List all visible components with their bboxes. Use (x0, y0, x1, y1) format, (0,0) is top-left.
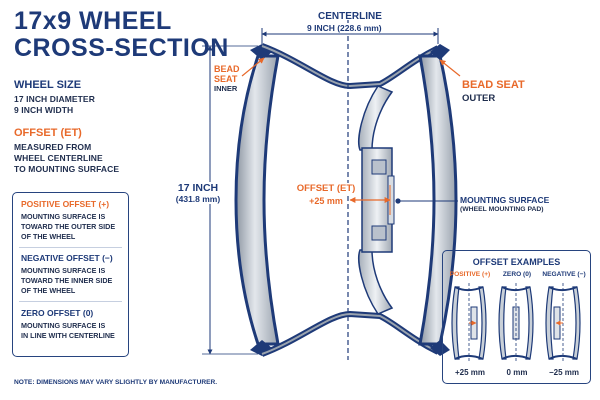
diameter-line-1: 17 INCH (177, 182, 219, 194)
offset-info-line-3: TO MOUNTING SURFACE (14, 164, 120, 174)
positive-offset-text-2: TOWARD THE OUTER SIDE (21, 222, 116, 231)
bead-inner-label: BEAD SEAT INNER (214, 64, 240, 94)
positive-offset-text-1: MOUNTING SURFACE IS (21, 212, 106, 221)
offset-types-box: POSITIVE OFFSET (+) MOUNTING SURFACE IS … (12, 192, 129, 357)
zero-offset-text-1: MOUNTING SURFACE IS (21, 321, 106, 330)
footnote: NOTE: DIMENSIONS MAY VARY SLIGHTLY BY MA… (14, 379, 218, 386)
bead-inner-line-3: INNER (214, 84, 238, 93)
offset-info-heading: OFFSET (ET) (14, 127, 82, 139)
example-negative-value: −25 mm (548, 368, 580, 377)
inner-rim-flange (234, 44, 280, 356)
bead-outer-pointer (439, 59, 461, 77)
offset-info-section: OFFSET (ET) MEASURED FROM WHEEL CENTERLI… (14, 127, 119, 175)
bead-inner-pointer (241, 57, 265, 77)
wheel-size-heading: WHEEL SIZE (14, 79, 82, 91)
bead-outer-line-2: OUTER (462, 93, 496, 104)
mounting-line-1: MOUNTING SURFACE (460, 195, 550, 205)
example-positive-value: +25 mm (454, 368, 486, 377)
centerline-label: CENTERLINE (318, 11, 382, 22)
lower-barrel (260, 310, 440, 357)
zero-offset-text-2: IN LINE WITH CENTERLINE (21, 331, 115, 340)
example-positive-wheel (451, 283, 487, 363)
title-line-1: 17x9 WHEEL (14, 7, 172, 35)
wheel-size-width: 9 INCH WIDTH (14, 105, 74, 115)
mounting-surface-label: MOUNTING SURFACE (WHEEL MOUNTING PAD) (460, 195, 549, 215)
bead-outer-label: BEAD SEAT OUTER (462, 79, 525, 105)
offset-line-2: +25 mm (309, 196, 343, 206)
offset-info-line-1: MEASURED FROM (14, 142, 92, 152)
diameter-line-2: (431.8 mm) (175, 194, 221, 204)
negative-offset-text-1: MOUNTING SURFACE IS (21, 266, 106, 275)
divider (19, 301, 122, 302)
example-negative-wheel (545, 283, 581, 363)
positive-offset-text-3: OF THE WHEEL (21, 232, 76, 241)
offset-info-line-2: WHEEL CENTERLINE (14, 153, 103, 163)
title-line-2: CROSS-SECTION (14, 34, 229, 62)
divider (19, 247, 122, 248)
diameter-label: 17 INCH (431.8 mm) (168, 182, 228, 204)
zero-offset-heading: ZERO OFFSET (0) (21, 308, 94, 318)
example-positive-label: POSITIVE (+) (449, 271, 491, 278)
offset-examples-box: OFFSET EXAMPLES POSITIVE (+) ZERO (0) NE… (442, 250, 591, 384)
upper-barrel (260, 43, 440, 90)
negative-offset-heading: NEGATIVE OFFSET (−) (21, 253, 113, 263)
negative-offset-text-2: TOWARD THE INNER SIDE (21, 276, 113, 285)
wheel-size-diameter: 17 INCH DIAMETER (14, 94, 95, 104)
offset-examples-diagrams (451, 283, 581, 363)
outer-rim-flange (418, 44, 458, 356)
offset-line-1: OFFSET (ET) (294, 183, 358, 194)
positive-offset-heading: POSITIVE OFFSET (+) (21, 199, 110, 209)
width-label: 9 INCH (228.6 mm) (305, 23, 384, 33)
offset-label: OFFSET (ET) +25 mm (294, 183, 358, 206)
page-title: 17x9 WHEEL CROSS-SECTION (14, 8, 229, 62)
example-negative-label: NEGATIVE (−) (542, 271, 586, 278)
wheel-size-section: WHEEL SIZE 17 INCH DIAMETER 9 INCH WIDTH (14, 79, 95, 116)
mounting-line-2: (WHEEL MOUNTING PAD) (460, 206, 544, 213)
negative-offset-text-3: OF THE WHEEL (21, 286, 76, 295)
example-zero-wheel (498, 283, 534, 363)
bead-inner-line-1: BEAD (214, 64, 240, 74)
bead-outer-line-1: BEAD SEAT (462, 79, 525, 91)
bead-inner-line-2: SEAT (214, 74, 238, 84)
example-zero-value: 0 mm (506, 368, 528, 377)
offset-examples-heading: OFFSET EXAMPLES (472, 257, 561, 267)
example-zero-label: ZERO (0) (502, 271, 532, 278)
